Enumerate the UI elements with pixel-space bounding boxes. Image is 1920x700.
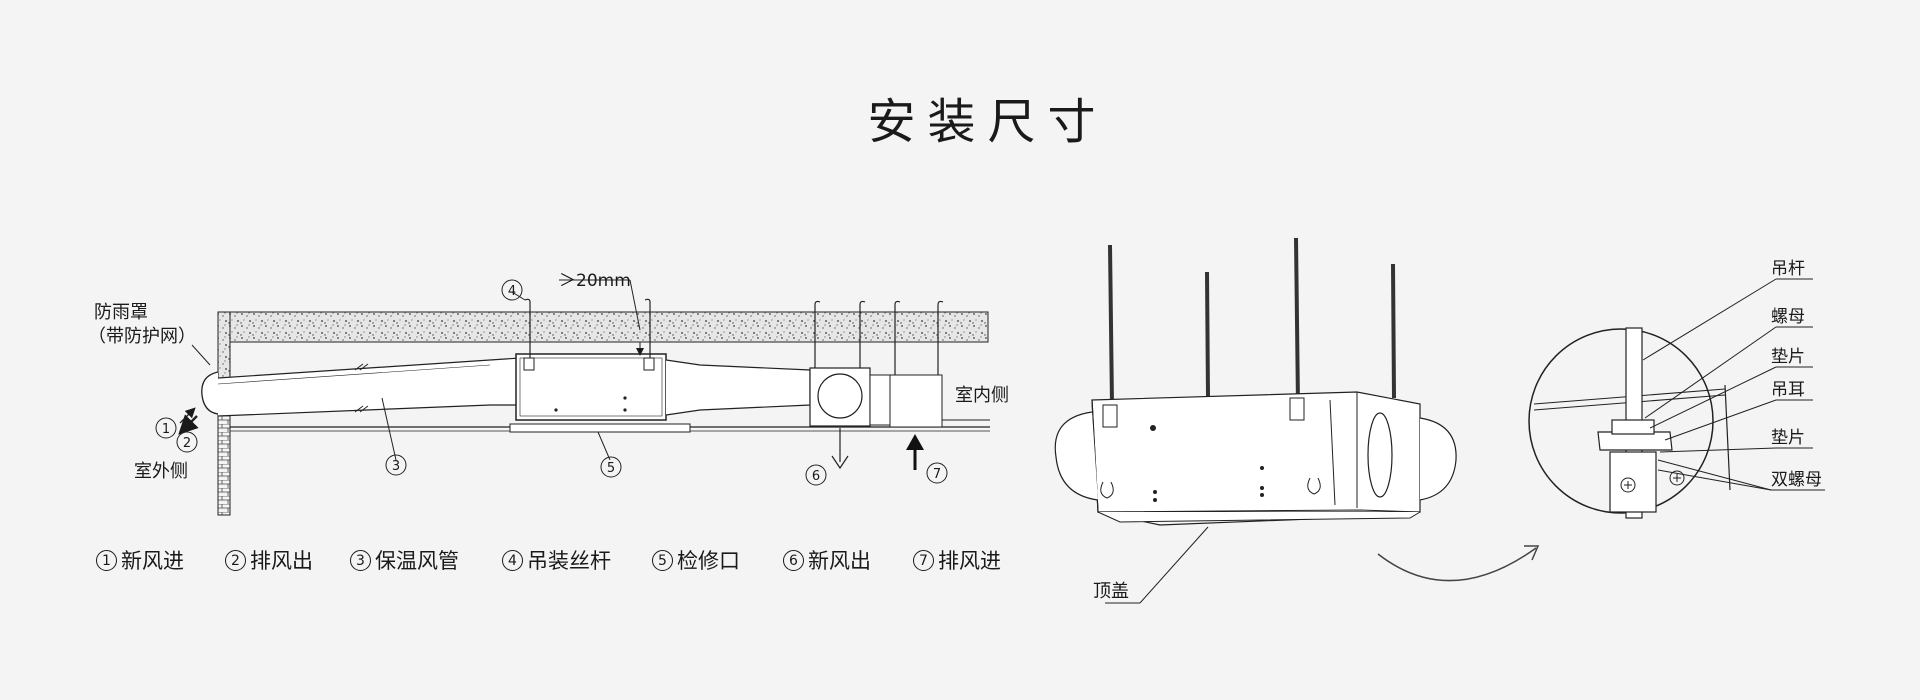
clearance-label: ＞20mm (559, 271, 631, 291)
legend-number: 4 (502, 549, 523, 571)
legend-number: 7 (913, 549, 934, 571)
page-title: 安装尺寸 (867, 94, 1108, 150)
marker-5: 5 (600, 456, 622, 478)
legend-item-insulated-duct: 3 保温风管 (350, 545, 459, 575)
legend-label: 保温风管 (375, 549, 459, 573)
detail-labels: 吊杆 螺母 垫片 吊耳 垫片 双螺母 (1642, 259, 1825, 491)
marker-3: 3 (385, 454, 407, 476)
svg-text:2: 2 (183, 436, 191, 451)
top-cover (1097, 511, 1421, 523)
legend-number: 1 (96, 549, 117, 571)
legend-item-fresh-air-in: 1 新风进 (96, 545, 184, 575)
legend-item-access-panel: 5 检修口 (652, 545, 740, 575)
label-washer-bottom: 垫片 (1771, 428, 1805, 448)
left-section-diagram: ＞20mm 1 2 3 4 (88, 271, 1009, 516)
ceiling-slab (217, 311, 989, 343)
label-lug: 吊耳 (1771, 380, 1805, 400)
label-washer-top: 垫片 (1771, 347, 1805, 367)
marker-1: 1 (155, 417, 177, 439)
legend-number: 5 (652, 549, 673, 571)
marker-7: 7 (926, 462, 948, 484)
marker-2: 2 (176, 431, 198, 453)
legend-item-fresh-air-out: 6 新风出 (783, 545, 871, 575)
indoor-label: 室内侧 (955, 385, 1009, 406)
marker-6: 6 (805, 464, 827, 486)
label-rod: 吊杆 (1771, 259, 1805, 279)
rain-cover-note: （带防护网） (88, 326, 196, 347)
legend-label: 检修口 (677, 549, 740, 573)
legend-number: 6 (783, 549, 804, 571)
supply-duct (665, 359, 811, 416)
right-3d-diagram: 顶盖 吊杆 螺母 垫片 (1054, 237, 1825, 604)
legend-label: 排风出 (250, 549, 313, 573)
legend-item-exhaust-in: 7 排风进 (913, 545, 1001, 575)
svg-text:5: 5 (607, 461, 615, 476)
rain-cover (201, 371, 219, 415)
legend-item-hanging-rod: 4 吊装丝杆 (502, 545, 611, 575)
svg-text:4: 4 (508, 284, 516, 299)
svg-text:7: 7 (933, 467, 941, 482)
access-panel (509, 423, 691, 433)
legend-label: 排风进 (938, 549, 1001, 573)
detail-magnifier (1528, 327, 1731, 519)
rain-cover-label: 防雨罩 (94, 302, 148, 323)
svg-text:3: 3 (392, 459, 400, 474)
legend-label: 新风出 (808, 549, 871, 573)
insulated-duct (217, 357, 521, 417)
legend-label: 新风进 (121, 549, 184, 573)
legend-number: 2 (225, 549, 246, 571)
exhaust-grille (869, 374, 891, 426)
brick-wall (217, 414, 231, 516)
label-nut: 螺母 (1771, 307, 1805, 327)
legend-item-exhaust-out: 2 排风出 (225, 545, 313, 575)
legend-number: 3 (350, 549, 371, 571)
detail-arrow (1377, 547, 1537, 582)
marker-4: 4 (501, 279, 523, 301)
legend-label: 吊装丝杆 (527, 549, 611, 573)
label-double-nut: 双螺母 (1771, 470, 1822, 490)
svg-text:6: 6 (812, 469, 820, 484)
svg-text:1: 1 (162, 422, 170, 437)
outdoor-label: 室外侧 (134, 461, 188, 482)
top-cover-label: 顶盖 (1093, 581, 1129, 602)
